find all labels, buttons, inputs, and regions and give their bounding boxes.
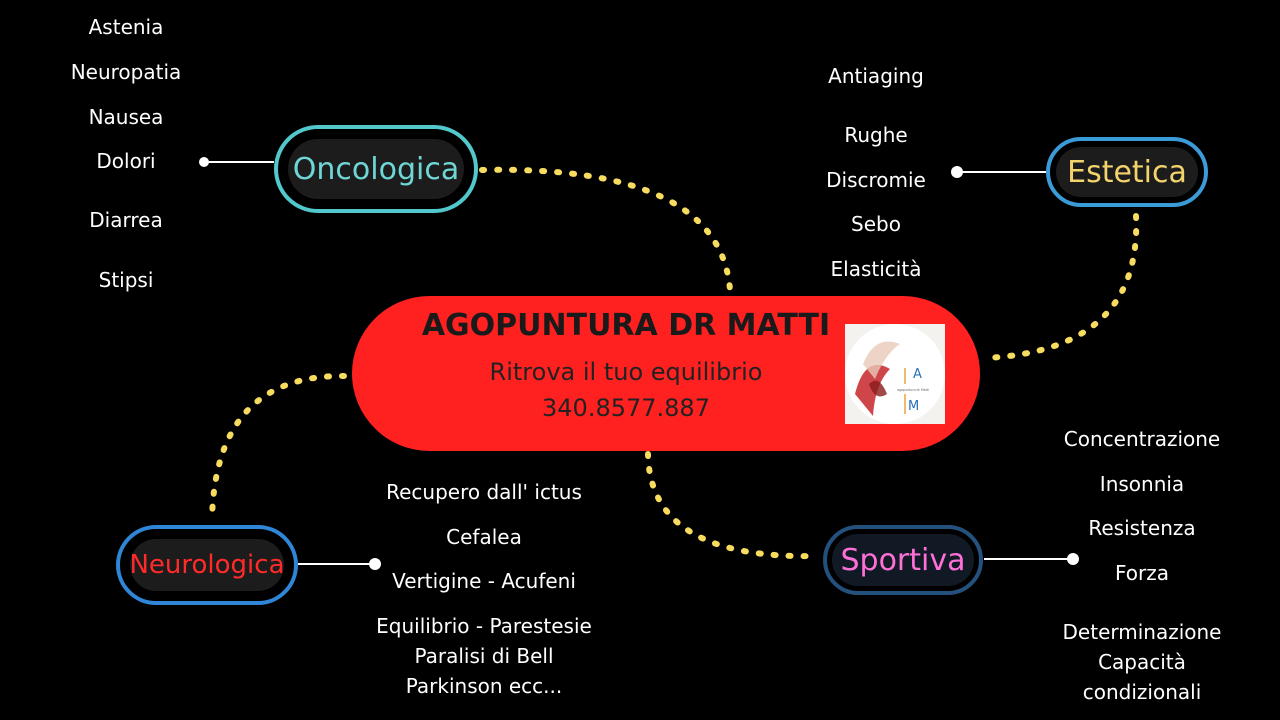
dot-oncologica <box>199 157 209 167</box>
estetica-item: Antiaging <box>828 64 924 88</box>
sportiva-item: Determinazione Capacità condizionali <box>1062 620 1222 704</box>
logo-caption: agopuntura dr Matti <box>897 388 929 392</box>
dot-estetica <box>951 166 963 178</box>
neurologica-item: Vertigine - Acufeni <box>392 569 576 593</box>
oncologica-label: Oncologica <box>292 151 460 187</box>
sportiva-item: Insonnia <box>1099 472 1185 496</box>
phone-number: 340.8577.887 <box>542 394 710 422</box>
neurologica-node: Neurologica <box>116 525 298 605</box>
dot-neurologica <box>369 558 381 570</box>
estetica-item: Elasticità <box>830 257 922 281</box>
dot-sportiva <box>1067 553 1079 565</box>
oncologica-item: Dolori <box>96 149 156 173</box>
neurologica-item: Equilibrio - Parestesie Paralisi di Bell… <box>376 614 592 698</box>
oncologica-item: Nausea <box>88 105 164 129</box>
logo-graphic: A M agopuntura dr Matti <box>845 324 945 424</box>
logo-letter-m: M <box>908 399 919 414</box>
oncologica-node: Oncologica <box>274 125 478 213</box>
sportiva-item: Forza <box>1114 561 1170 585</box>
sportiva-item: Resistenza <box>1088 516 1196 540</box>
neurologica-item: Recupero dall' ictus <box>386 480 582 504</box>
central-subtitle: Ritrova il tuo equilibrio <box>489 358 763 386</box>
estetica-node: Estetica <box>1046 137 1208 207</box>
neurologica-item: Cefalea <box>446 525 522 549</box>
oncologica-item: Stipsi <box>98 268 154 292</box>
central-title: AGOPUNTURA DR MATTI <box>421 308 831 343</box>
estetica-label: Estetica <box>1067 154 1187 190</box>
oncologica-item: Astenia <box>88 15 164 39</box>
oncologica-item: Diarrea <box>89 208 163 232</box>
estetica-item: Discromie <box>826 168 926 192</box>
oncologica-item: Neuropatia <box>70 60 182 84</box>
connector-oncologica <box>479 166 733 293</box>
sportiva-item: Concentrazione <box>1063 427 1221 451</box>
central-node: AGOPUNTURA DR MATTI Ritrova il tuo equil… <box>352 296 980 451</box>
connector-sportiva <box>645 451 821 560</box>
connector-estetica <box>983 213 1140 361</box>
sportiva-label: Sportiva <box>840 542 966 578</box>
estetica-item: Sebo <box>851 212 901 236</box>
neurologica-label: Neurologica <box>129 550 285 580</box>
logo-image: A M agopuntura dr Matti <box>845 324 945 424</box>
estetica-item: Rughe <box>844 123 908 147</box>
logo-letter-a: A <box>913 367 922 382</box>
connector-neurologica <box>209 372 347 521</box>
sportiva-node: Sportiva <box>823 525 983 595</box>
